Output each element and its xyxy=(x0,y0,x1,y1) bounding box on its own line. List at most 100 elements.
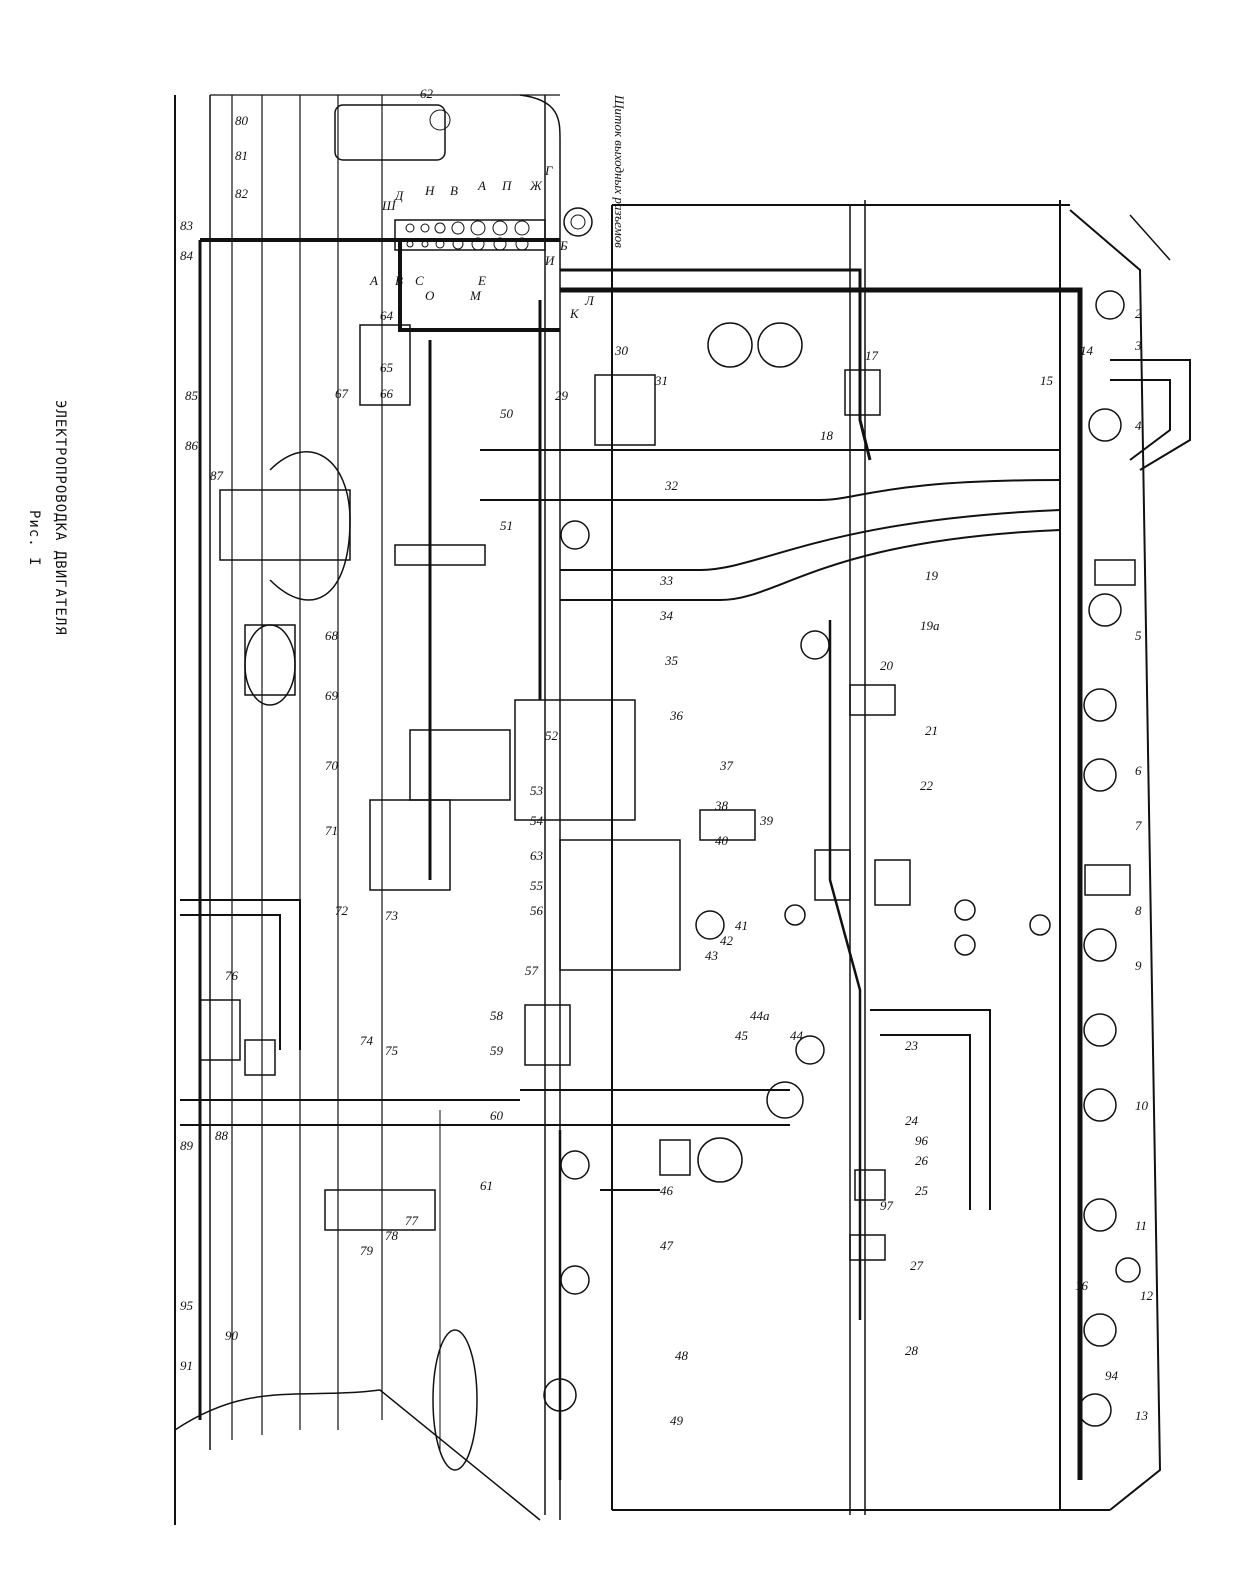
callout: 60 xyxy=(490,1108,504,1123)
callout: 20 xyxy=(880,658,894,673)
callout: 78 xyxy=(385,1228,399,1243)
panel-letter: Ш xyxy=(381,198,397,213)
panel-letter: В xyxy=(450,183,458,198)
callout: 54 xyxy=(530,813,544,828)
callout: 87 xyxy=(210,468,224,483)
callout: 19 xyxy=(925,568,939,583)
callout: 2 xyxy=(1135,306,1142,321)
callout: 77 xyxy=(405,1213,419,1228)
panel-letter: О xyxy=(425,288,435,303)
callout: 52 xyxy=(545,728,559,743)
callout: 15 xyxy=(1040,373,1054,388)
callout: 84 xyxy=(180,248,194,263)
callout: 32 xyxy=(664,478,679,493)
callout: 50 xyxy=(500,406,514,421)
panel-letter: Б xyxy=(559,238,568,253)
callout: 42 xyxy=(720,933,734,948)
callout: 13 xyxy=(1135,1408,1149,1423)
callout: 27 xyxy=(910,1258,924,1273)
callout: 19а xyxy=(920,618,940,633)
panel-letter: Н xyxy=(424,183,435,198)
callout: 18 xyxy=(820,428,834,443)
panel-name: Щиток выходных разъемов xyxy=(612,94,627,248)
callout: 4 xyxy=(1135,418,1142,433)
callout: 51 xyxy=(500,518,513,533)
panel-letter: Д xyxy=(393,188,404,203)
callout: 34 xyxy=(659,608,674,623)
callout: 62 xyxy=(420,86,434,101)
callout: 5 xyxy=(1135,628,1142,643)
callout: 38 xyxy=(714,798,729,813)
callout: 11 xyxy=(1135,1218,1147,1233)
callout: 85 xyxy=(185,388,199,403)
callout: 30 xyxy=(614,343,629,358)
callout: 55 xyxy=(530,878,544,893)
panel-letter-labels: Ш Д Н В А П Ж Г А В С О Е М К Л И Б Щито… xyxy=(369,94,627,321)
callout: 40 xyxy=(715,833,729,848)
callout: 29 xyxy=(555,388,569,403)
callout: 9 xyxy=(1135,958,1142,973)
callout: 39 xyxy=(759,813,774,828)
callout: 24 xyxy=(905,1113,919,1128)
figure-number: Рис. I xyxy=(26,510,42,567)
callout: 65 xyxy=(380,360,394,375)
callout: 56 xyxy=(530,903,544,918)
callout: 44а xyxy=(750,1008,770,1023)
callout: 94 xyxy=(1105,1368,1119,1383)
callout: 46 xyxy=(660,1183,674,1198)
callout: 35 xyxy=(664,653,679,668)
callout: 8 xyxy=(1135,903,1142,918)
callout: 36 xyxy=(669,708,684,723)
callout: 63 xyxy=(530,848,544,863)
callout: 72 xyxy=(335,903,349,918)
callout: 57 xyxy=(525,963,539,978)
callout: 58 xyxy=(490,1008,504,1023)
callout: 90 xyxy=(225,1328,239,1343)
panel-letter: Е xyxy=(477,273,486,288)
callout: 21 xyxy=(925,723,938,738)
callout: 31 xyxy=(654,373,668,388)
panel-letter: М xyxy=(469,288,482,303)
callout: 64 xyxy=(380,308,394,323)
engine-units xyxy=(199,104,1136,1471)
diagram-title: ЭЛЕКТРОПРОВОДКА ДВИГАТЕЛЯ xyxy=(52,400,68,636)
callout: 71 xyxy=(325,823,338,838)
panel-letter: А xyxy=(369,273,378,288)
callout: 89 xyxy=(180,1138,194,1153)
callout: 73 xyxy=(385,908,399,923)
callout: 96 xyxy=(915,1133,929,1148)
callout: 68 xyxy=(325,628,339,643)
callout: 23 xyxy=(905,1038,919,1053)
callout: 16 xyxy=(1075,1278,1089,1293)
sensor-plugs xyxy=(543,290,1141,1427)
callout: 59 xyxy=(490,1043,504,1058)
panel-letter: К xyxy=(569,306,580,321)
callout: 79 xyxy=(360,1243,374,1258)
callout-labels: 2 3 4 5 6 7 8 9 10 11 12 13 14 15 16 17 … xyxy=(180,86,1154,1428)
callout: 86 xyxy=(185,438,199,453)
callout: 66 xyxy=(380,386,394,401)
callout: 69 xyxy=(325,688,339,703)
panel-letter: П xyxy=(501,178,513,193)
callout: 26 xyxy=(915,1153,929,1168)
callout: 61 xyxy=(480,1178,493,1193)
callout: 3 xyxy=(1134,338,1142,353)
panel-letter: Ж xyxy=(529,178,543,193)
callout: 33 xyxy=(659,573,674,588)
callout: 28 xyxy=(905,1343,919,1358)
callout: 10 xyxy=(1135,1098,1149,1113)
output-connector-panel xyxy=(394,207,593,251)
panel-letter: В xyxy=(395,273,403,288)
panel-letter: Г xyxy=(544,163,553,178)
caption: ЭЛЕКТРОПРОВОДКА ДВИГАТЕЛЯ Рис. I xyxy=(20,400,100,1200)
callout: 49 xyxy=(670,1413,684,1428)
callout: 12 xyxy=(1140,1288,1154,1303)
callout: 95 xyxy=(180,1298,194,1313)
callout: 88 xyxy=(215,1128,229,1143)
callout: 81 xyxy=(235,148,248,163)
engine-outline xyxy=(174,94,1171,1525)
callout: 14 xyxy=(1080,343,1094,358)
callout: 25 xyxy=(915,1183,929,1198)
pipes xyxy=(180,359,1191,1210)
